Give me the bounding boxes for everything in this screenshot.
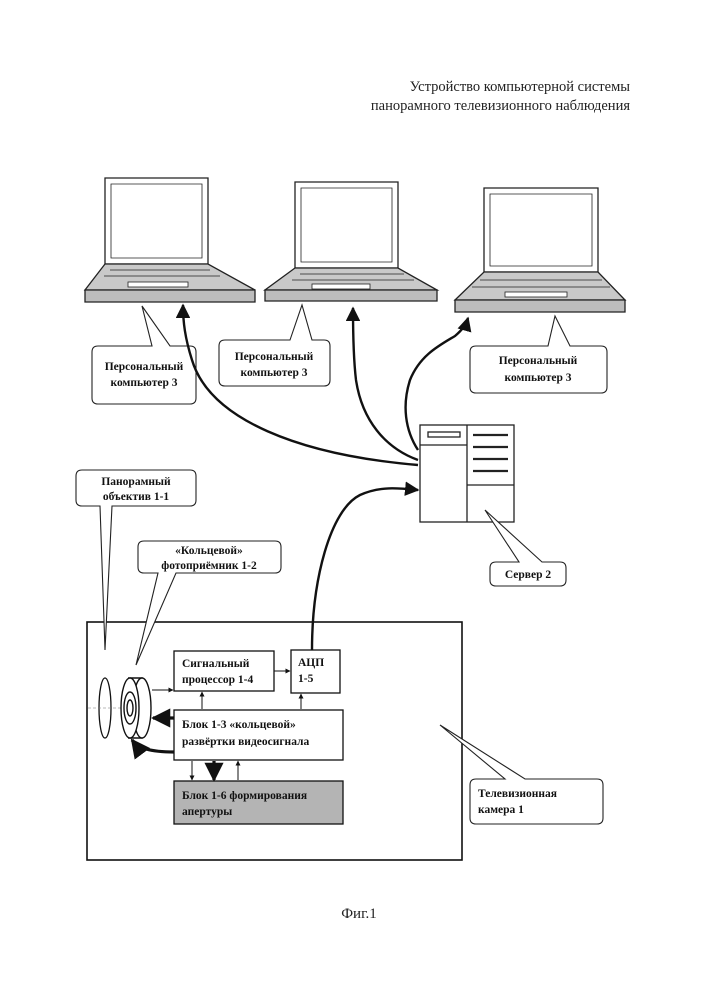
callout-receiver: «Кольцевой» фотоприёмник 1-2 [136, 541, 281, 665]
callout-pc-middle: Персональный компьютер 3 [219, 305, 330, 386]
callout-pc-left-line-2: компьютер 3 [111, 377, 178, 389]
callout-pc-middle-line-2: компьютер 3 [241, 367, 308, 379]
callout-camera-line-1: Телевизионная [478, 788, 557, 800]
callout-pc-right: Персональный компьютер 3 [470, 316, 607, 393]
callout-lens-line-2: объектив 1-1 [103, 491, 170, 503]
callout-lens-line-1: Панорамный [101, 476, 171, 488]
cable-adc-to-server [312, 488, 418, 650]
callout-camera-line-2: камера 1 [478, 804, 524, 816]
ring-receiver-icon [121, 678, 151, 738]
callout-receiver-line-2: фотоприёмник 1-2 [161, 560, 257, 572]
callout-pc-middle-line-1: Персональный [235, 351, 314, 363]
signal-processor-line-2: процессор 1-4 [182, 674, 253, 686]
scan-block [174, 710, 343, 760]
adc-line-2: 1-5 [298, 673, 314, 685]
callout-pc-right-line-2: компьютер 3 [505, 372, 572, 384]
callout-receiver-line-1: «Кольцевой» [175, 545, 243, 557]
callout-camera: Телевизионная камера 1 [440, 725, 603, 824]
figure-caption: Фиг.1 [341, 906, 377, 922]
scan-block-line-1: Блок 1-3 «кольцевой» [182, 719, 296, 731]
callout-pc-right-line-1: Персональный [499, 355, 578, 367]
callout-pc-left-line-1: Персональный [105, 361, 184, 373]
laptop-middle-icon [265, 182, 437, 301]
callout-server-line-1: Сервер 2 [505, 569, 552, 581]
laptop-left-icon [85, 178, 255, 302]
aperture-block-line-1: Блок 1-6 формирования [182, 790, 307, 802]
aperture-block-line-2: апертуры [182, 806, 232, 818]
scan-block-line-2: развёртки видеосигнала [182, 736, 309, 748]
server-icon [420, 425, 514, 522]
adc-line-1: АЦП [298, 657, 324, 669]
signal-processor-line-1: Сигнальный [182, 658, 250, 670]
callout-pc-left: Персональный компьютер 3 [92, 306, 196, 404]
laptop-right-icon [455, 188, 625, 312]
arrow-scan-to-receiver-curved [132, 740, 174, 752]
callout-server: Сервер 2 [485, 510, 566, 586]
